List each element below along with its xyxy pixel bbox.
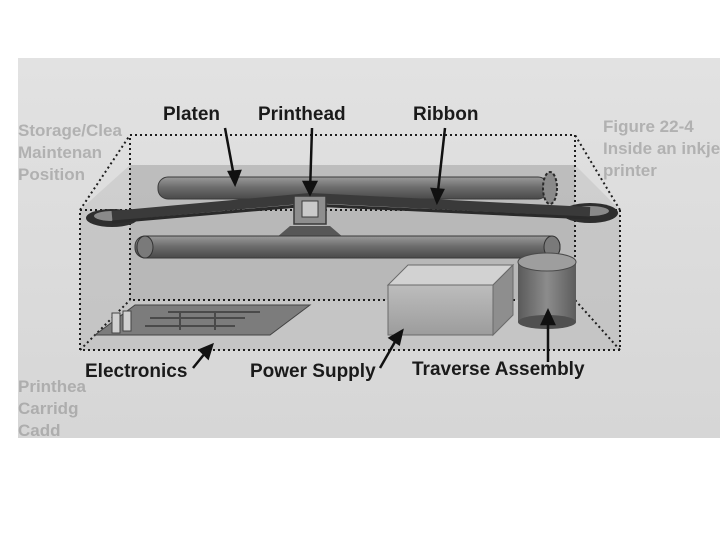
printhead-arrowhead [301,180,319,197]
caption-line-2: Inside an inkjet [603,139,720,158]
bottom-line-2: Carridg [18,399,79,418]
ribbon-arrowhead [430,187,445,206]
ribbon-leader [435,127,447,201]
power-supply-arrowhead [387,328,404,347]
leader-lines [192,127,556,369]
bottom-line-3: Cadd [18,421,61,438]
left-line-1: Storage/Clea [18,121,122,140]
left-line-2: Maintenan [18,143,103,162]
label-platen: Platen [163,104,221,125]
label-traverse-assembly: Traverse Assembly [412,359,585,380]
background-caption: Figure 22-4 Inside an inkjet printer [603,116,720,182]
label-power-supply: Power Supply [250,361,376,382]
bottom-line-1: Printhea [18,377,87,396]
traverse-arrowhead [540,308,556,326]
background-left-text: Storage/Clea Maintenan Position [18,120,122,186]
traverse-rail [134,235,561,259]
electronics-board [93,304,312,336]
left-line-3: Position [18,165,86,184]
platen-arrowhead [227,169,242,188]
label-electronics: Electronics [85,361,188,382]
caption-line-3: printer [603,161,657,180]
electronics-arrowhead [197,342,214,361]
printhead-carriage [276,195,344,238]
label-printhead: Printhead [258,104,346,125]
caption-line-1: Figure 22-4 [603,117,694,136]
power-supply-box [386,263,515,337]
background-bottom-text: Printhea Carridg Cadd [18,376,86,438]
label-ribbon: Ribbon [413,104,479,125]
